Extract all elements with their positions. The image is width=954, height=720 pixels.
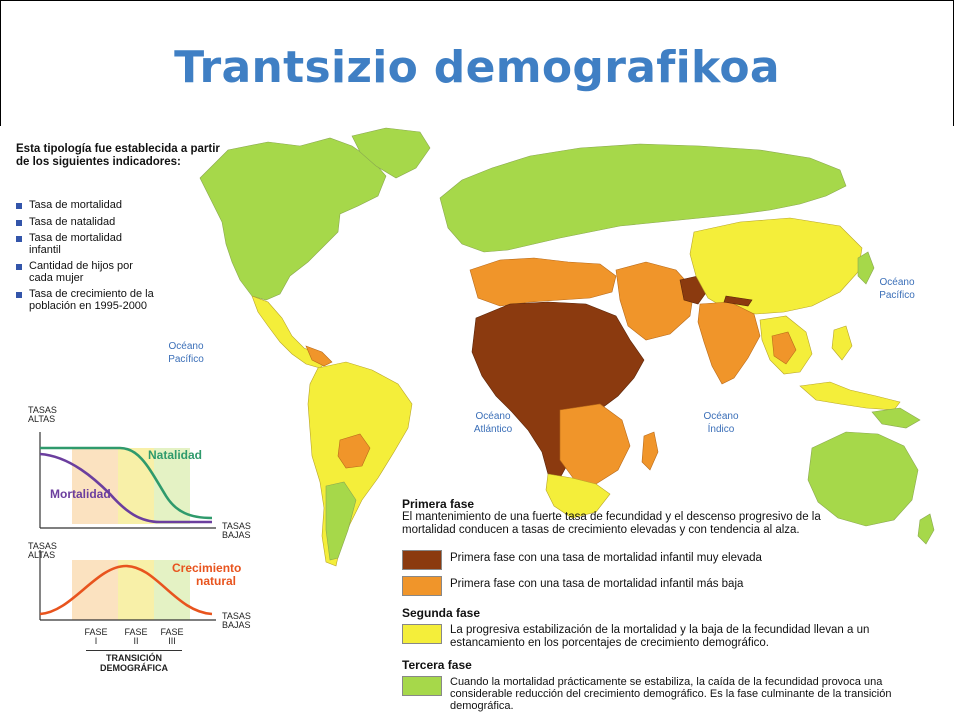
region-europe-russia [439,143,847,253]
phase-band-2-top [118,448,154,524]
region-indochina-orange [771,331,797,365]
region-southern-africa-orange [559,403,631,485]
ocean-label-indian: Océano Índico [703,411,739,435]
region-north-africa [469,257,617,307]
bottom-axis-low-label: TASAS BAJAS [222,611,251,630]
mortalidad-curve [39,452,212,524]
bullet-icon [16,203,22,209]
swatch-orange [402,576,442,596]
swatch-dark-brown [402,550,442,570]
map-intro: Esta tipología fue establecida a partir … [16,143,220,168]
region-philippines [831,325,853,361]
region-greenland [351,127,431,179]
legend-item-primera-a: Primera fase con una tasa de mortalidad … [402,550,942,570]
bullet-icon [16,219,22,226]
region-central-america-orange [305,345,333,367]
bullet-icon [16,236,22,242]
list-item: Cantidad de hijos por cada mujer [16,260,149,284]
phase-1-label: FASE I [84,627,108,646]
phase-band-1-top [72,448,118,524]
diagram-caption: TRANSICIÓN DEMOGRÁFICA [86,650,182,673]
phase-2-label: FASE II [124,627,148,646]
region-new-zealand [917,513,935,545]
list-item: Tasa de mortalidad infantil [16,232,149,256]
region-india [697,301,761,385]
region-madagascar [641,431,659,471]
region-chile-argentina-green [325,481,357,561]
legend-item-label: Primera fase con una tasa de mortalidad … [450,578,744,590]
top-axis-high-label: TASAS ALTAS [28,405,57,424]
legend-primera-heading: Primera fase [402,497,475,511]
ocean-label-pacific-left: Océano Pacífico [168,341,204,365]
natalidad-label: Natalidad [148,448,203,462]
natalidad-curve [40,446,213,520]
legend-segunda-heading: Segunda fase [402,606,481,620]
legend-item-label: Primera fase con una tasa de mortalidad … [450,552,762,564]
legend-item-label: La progresiva estabilización de la morta… [450,624,870,649]
region-japan [857,251,875,285]
region-indonesia [799,381,901,411]
crecimiento-label: Crecimiento natural [172,561,242,588]
list-item: Tasa de crecimiento de la población en 1… [16,288,164,312]
legend-tercera-heading: Tercera fase [402,658,472,672]
bullet-icon [16,292,22,298]
phase-band-3-bottom [154,560,190,620]
list-item: Tasa de natalidad [16,216,196,229]
crecimiento-curve [39,564,213,616]
region-nepal-dark [723,295,753,307]
swatch-green [402,676,442,696]
list-item: Tasa de mortalidad [16,199,196,212]
bottom-axis-high-label: TASAS ALTAS [28,541,57,560]
region-middle-east [615,261,695,341]
region-central-asia-china [689,217,863,315]
region-north-america [199,137,387,301]
legend-primera-text: El mantenimiento de una fuerte tasa de f… [402,511,821,536]
swatch-yellow [402,624,442,644]
ocean-label-pacific-right: Océano Pacífico [879,277,915,301]
legend-primera: Primera fase El mantenimiento de una fue… [402,497,942,536]
bullet-icon [16,264,22,270]
top-axis-low-label: TASAS BAJAS [222,521,251,540]
region-bolivia-orange [337,433,371,469]
mortalidad-label: Mortalidad [50,487,111,501]
phase-band-2-bottom [118,560,154,620]
phase-3-label: FASE III [160,627,184,646]
ocean-label-atlantic: Océano Atlántico [473,411,513,435]
legend-item-primera-b: Primera fase con una tasa de mortalidad … [402,576,942,596]
region-south-africa-yellow [545,473,611,519]
region-australia [807,431,919,527]
legend-item-tercera: Cuando la mortalidad prácticamente se es… [402,676,942,716]
slide-title: Trantsizio demografikoa [174,42,780,93]
region-new-guinea [871,407,921,429]
legend-item-segunda: La progresiva estabilización de la morta… [402,624,942,652]
indicator-list: Tasa de mortalidad Tasa de natalidad Tas… [16,199,196,317]
legend-item-label: Cuando la mortalidad prácticamente se es… [450,676,892,712]
